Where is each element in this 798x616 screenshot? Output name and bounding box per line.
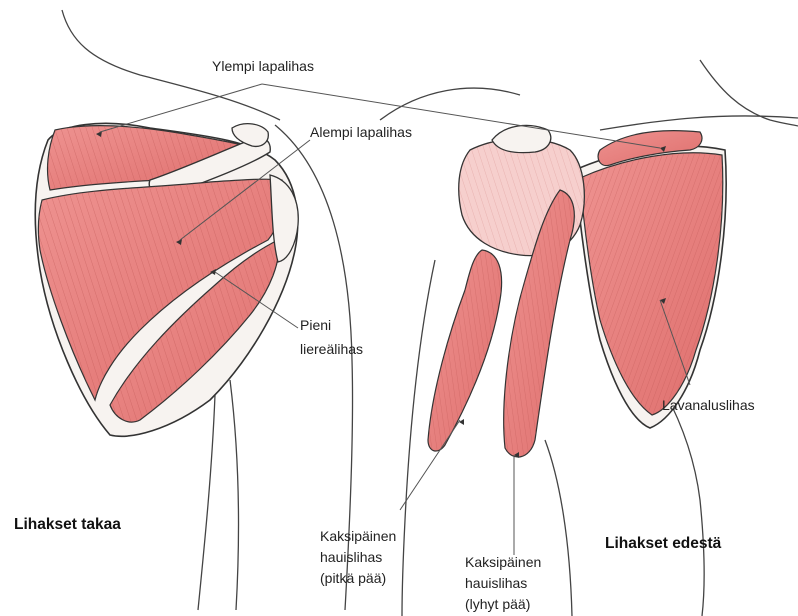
shoulder-line-front — [380, 88, 520, 120]
back-arm-line-2 — [198, 395, 215, 610]
label-biceps-short-line2: hauislihas — [465, 574, 527, 592]
label-biceps-long-line3: (pitkä pää) — [320, 569, 386, 587]
collarbone-line — [600, 116, 798, 130]
label-teres-minor-line1: Pieni — [300, 316, 331, 334]
label-biceps-short-line3: (lyhyt pää) — [465, 595, 530, 613]
back-arm-line — [230, 380, 238, 610]
label-biceps-long-line2: hauislihas — [320, 548, 382, 566]
front-arm-line-2 — [545, 440, 572, 616]
label-infraspinatus: Alempi lapalihas — [310, 123, 412, 141]
label-biceps-short-line1: Kaksipäinen — [465, 553, 541, 571]
title-back-view: Lihakset takaa — [14, 516, 121, 534]
title-front-view: Lihakset edestä — [605, 535, 721, 553]
label-teres-minor-line2: liereälihas — [300, 340, 363, 358]
scapula-back-view — [35, 123, 298, 436]
label-biceps-long-line1: Kaksipäinen — [320, 527, 396, 545]
label-subscapularis: Lavanaluslihas — [662, 396, 755, 414]
label-supraspinatus: Ylempi lapalihas — [212, 57, 314, 75]
